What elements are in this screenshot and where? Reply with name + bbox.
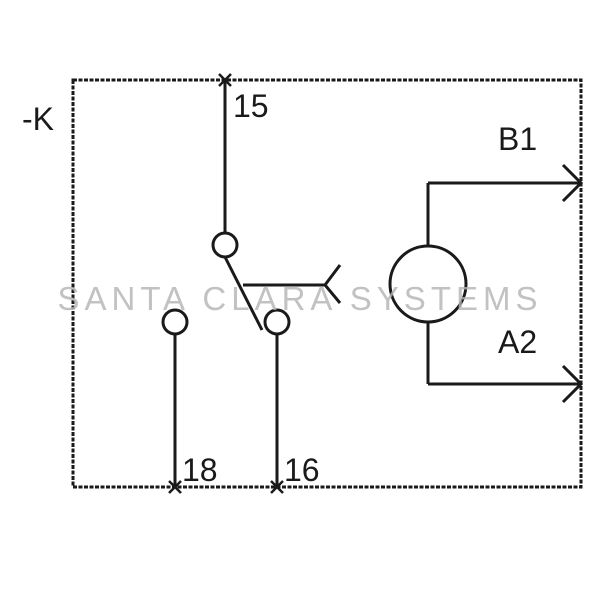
- terminal-15-label: 15: [233, 88, 269, 124]
- common-contact: [211, 231, 239, 259]
- terminal-a2-label: A2: [498, 324, 537, 360]
- device-label: -K: [22, 101, 54, 137]
- terminal-16-label: 16: [284, 452, 320, 488]
- terminal-18-mark-icon: [168, 480, 182, 494]
- terminal-b1-label: B1: [498, 121, 537, 157]
- switch-blade: [223, 256, 264, 331]
- terminal-15-mark-icon: [218, 73, 232, 87]
- b1-arrow-icon: [561, 163, 584, 203]
- terminal-18-label: 18: [182, 452, 218, 488]
- a2-arrow-icon: [561, 364, 584, 404]
- actuator-hook: [323, 264, 342, 304]
- terminal-16-mark-icon: [270, 480, 284, 494]
- watermark-text: SANTA CLARA SYSTEMS: [57, 280, 542, 317]
- enclosure-border: [71, 78, 583, 489]
